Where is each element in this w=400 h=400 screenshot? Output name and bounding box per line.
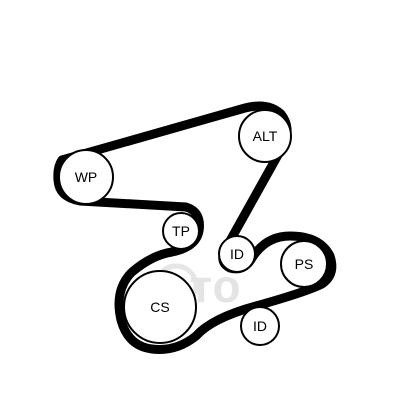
pulley-tp-label: TP <box>172 223 190 239</box>
pulley-id-lower: ID <box>240 306 280 346</box>
pulley-id-upper: ID <box>218 235 256 273</box>
pulley-id-lower-circle <box>240 306 280 346</box>
pulley-tp: TP <box>162 212 200 250</box>
pulley-wp: WP <box>58 149 114 205</box>
pulley-ps-circle <box>280 240 328 288</box>
pulley-cs-label: CS <box>150 299 169 315</box>
pulley-alt-circle <box>238 109 292 163</box>
pulley-alt-label: ALT <box>253 128 278 144</box>
pulley-alt: ALT <box>238 109 292 163</box>
pulley-id-lower-label: ID <box>253 318 267 334</box>
pulley-ps-label: PS <box>295 256 314 272</box>
pulley-cs: CS <box>123 270 197 344</box>
pulley-ps: PS <box>280 240 328 288</box>
pulley-wp-label: WP <box>75 169 98 185</box>
pulley-wp-circle <box>58 149 114 205</box>
pulley-id-upper-label: ID <box>230 246 244 262</box>
pulley-cs-circle <box>123 270 197 344</box>
pulley-id-upper-circle <box>218 235 256 273</box>
pulley-tp-circle <box>162 212 200 250</box>
